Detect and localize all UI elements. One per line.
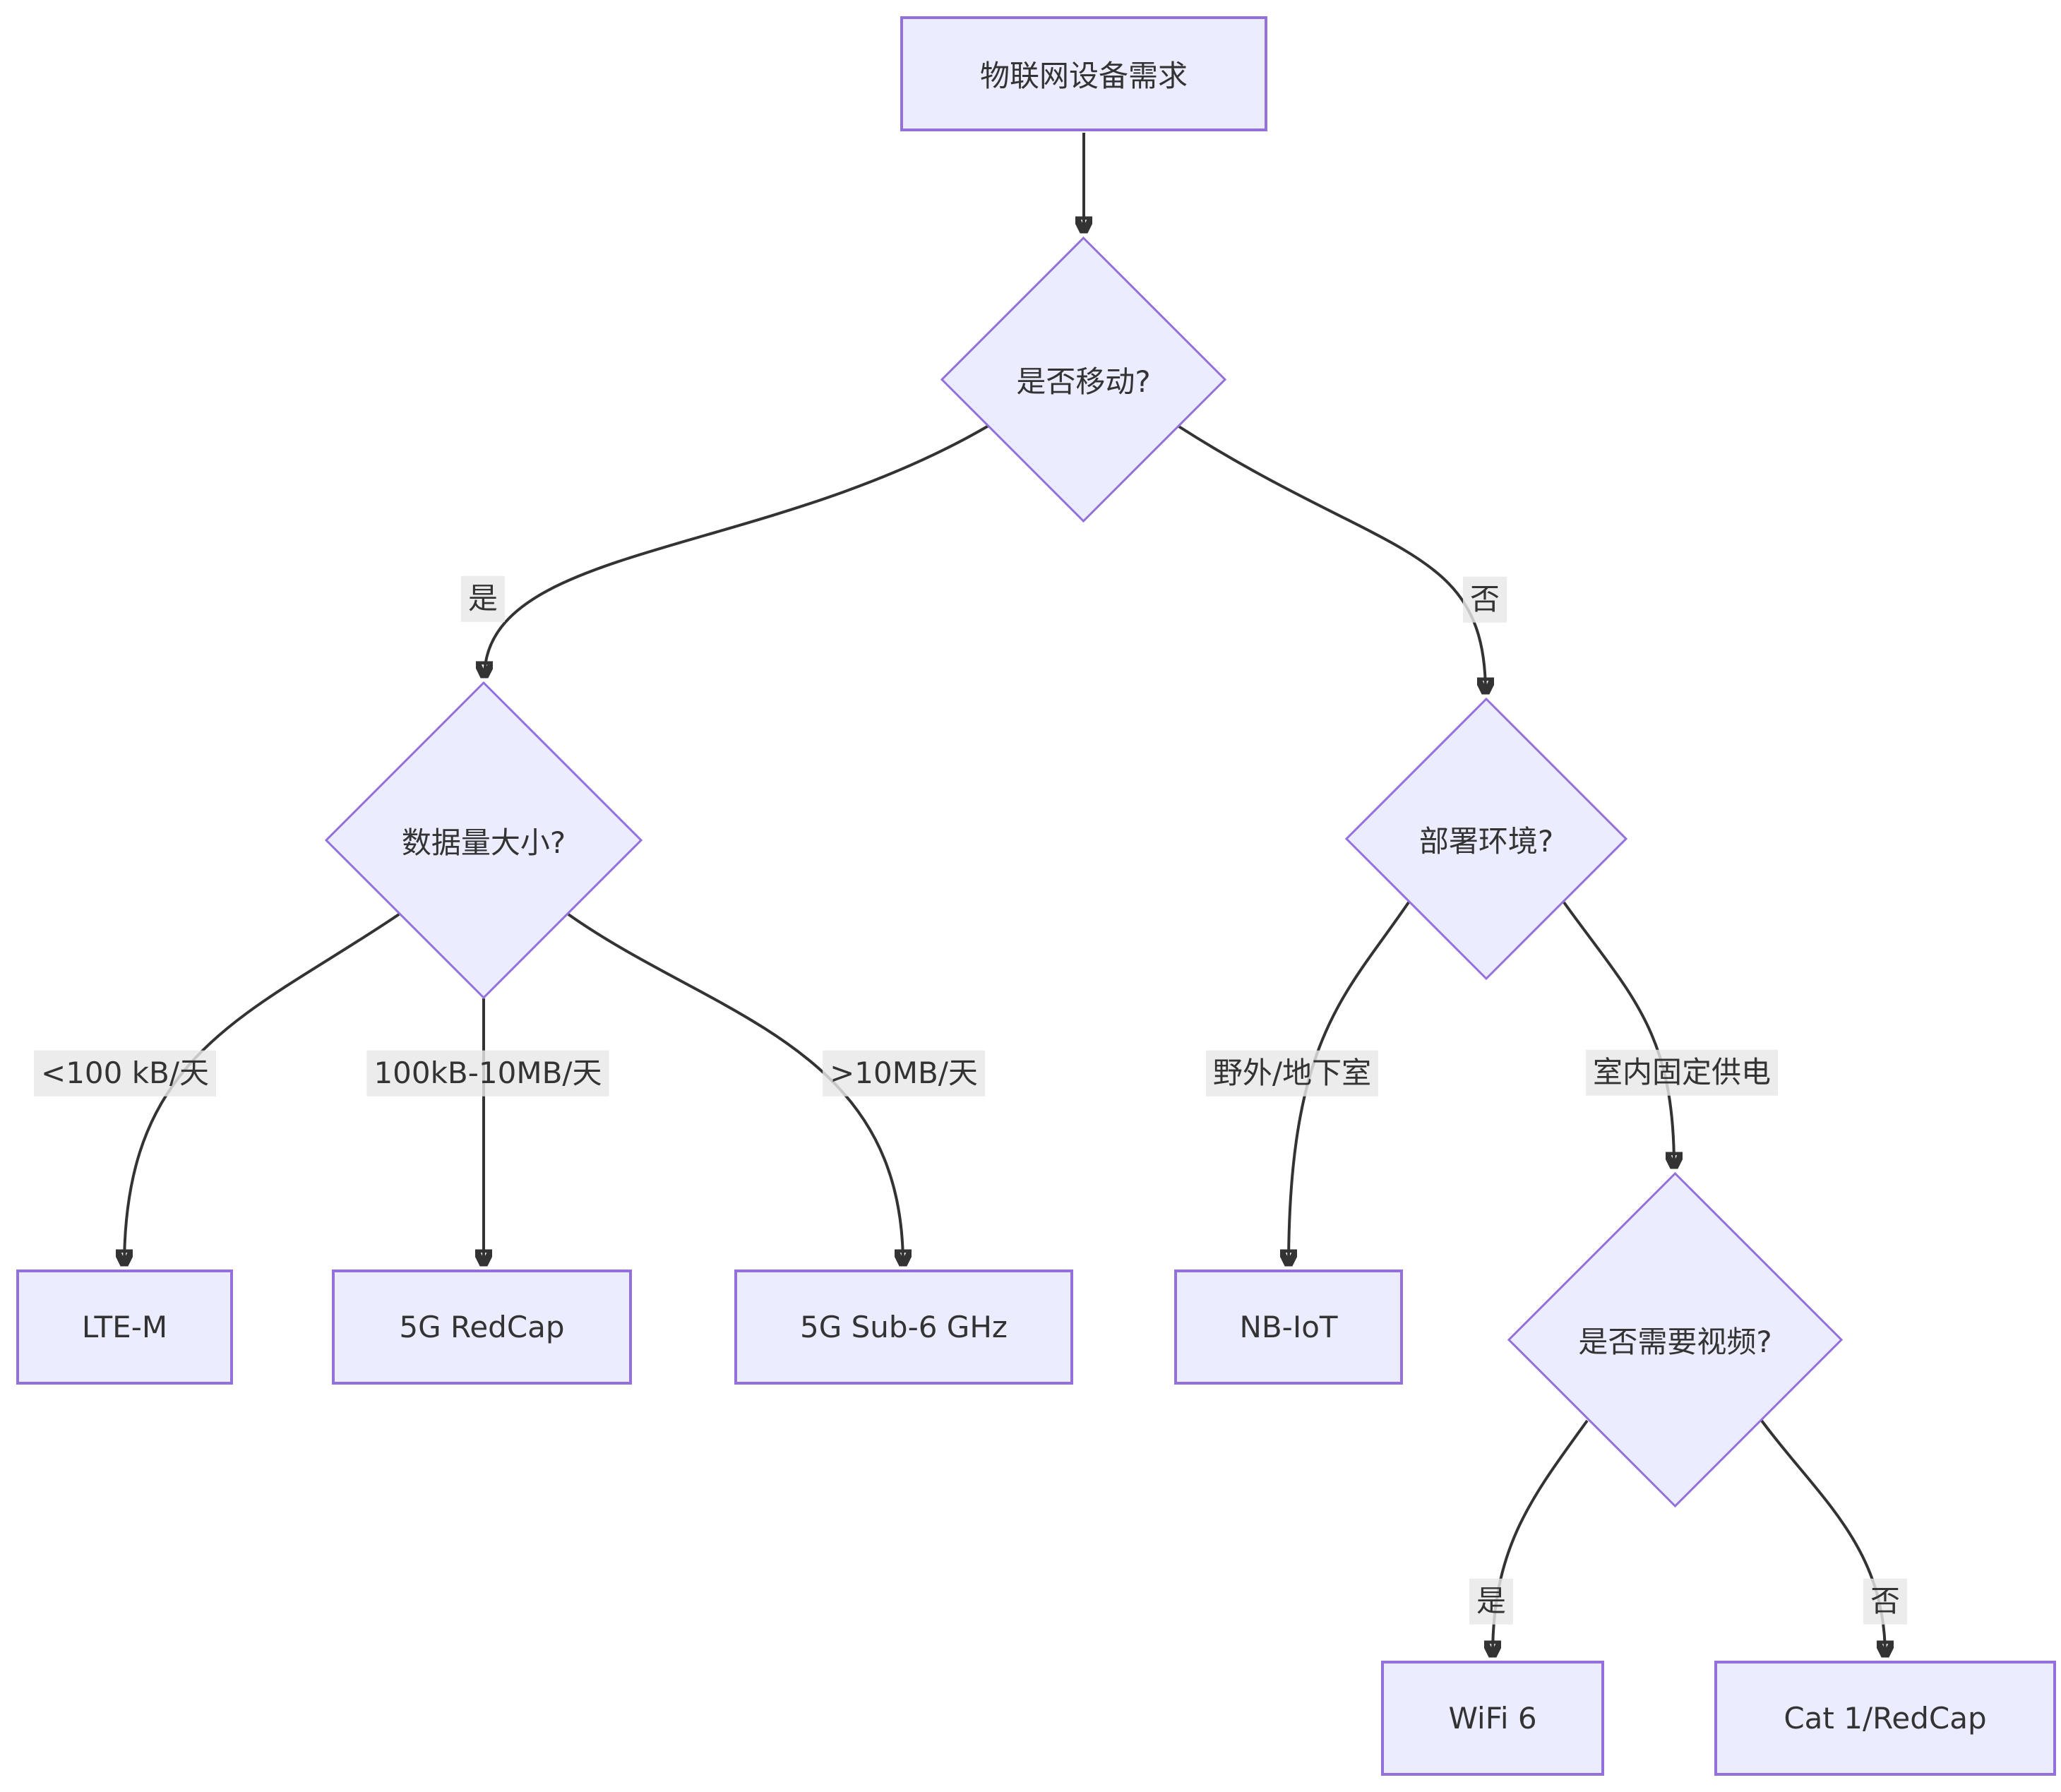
node-result-cat1-redcap: Cat 1/RedCap <box>1714 1661 2056 1776</box>
edge-label-data-mid: 100kB-10MB/天 <box>366 1050 609 1097</box>
edge-env-outdoor <box>1289 901 1410 1265</box>
edge-mobile-no <box>1176 424 1486 693</box>
edge-mobile-yes <box>484 424 990 676</box>
node-decision-mobile: 是否移动? <box>940 237 1226 522</box>
edge-label-env-outdoor: 野外/地下室 <box>1205 1050 1379 1097</box>
node-result-lte-m-label: LTE-M <box>81 1310 168 1344</box>
node-decision-video: 是否需要视频? <box>1507 1172 1843 1507</box>
edge-label-mobile-no: 否 <box>1462 576 1507 623</box>
edge-label-video-yes: 是 <box>1469 1578 1514 1625</box>
node-decision-mobile-label: 是否移动? <box>1016 364 1151 399</box>
node-result-lte-m: LTE-M <box>16 1270 233 1385</box>
node-result-5g-sub6-label: 5G Sub-6 GHz <box>800 1310 1008 1344</box>
node-result-nb-iot-label: NB-IoT <box>1239 1310 1338 1344</box>
diamond-shape <box>325 681 643 999</box>
diamond-shape <box>1345 698 1627 980</box>
edge-label-env-indoor: 室内固定供电 <box>1585 1049 1779 1096</box>
edge-label-data-gt10: >10MB/天 <box>823 1050 985 1097</box>
edge-label-video-no: 否 <box>1863 1578 1908 1625</box>
node-result-nb-iot: NB-IoT <box>1174 1270 1403 1385</box>
edge-label-data-lt100: <100 kB/天 <box>34 1050 216 1097</box>
node-result-wifi6-label: WiFi 6 <box>1448 1701 1537 1736</box>
node-result-5g-redcap-label: 5G RedCap <box>399 1310 565 1344</box>
node-decision-video-label: 是否需要视频? <box>1578 1325 1772 1359</box>
edge-label-mobile-yes: 是 <box>460 575 506 622</box>
node-root: 物联网设备需求 <box>900 16 1267 131</box>
node-decision-datasize: 数据量大小? <box>325 681 643 999</box>
node-result-cat1-redcap-label: Cat 1/RedCap <box>1784 1701 1987 1736</box>
node-decision-environment: 部署环境? <box>1345 698 1627 980</box>
node-result-5g-sub6: 5G Sub-6 GHz <box>734 1270 1073 1385</box>
diamond-shape <box>1507 1172 1843 1507</box>
node-decision-environment-label: 部署环境? <box>1418 823 1554 859</box>
node-result-wifi6: WiFi 6 <box>1381 1661 1604 1776</box>
node-root-label: 物联网设备需求 <box>979 59 1188 93</box>
edge-data-gt10 <box>567 913 903 1265</box>
node-result-5g-redcap: 5G RedCap <box>332 1270 632 1385</box>
diamond-shape <box>940 237 1226 522</box>
edge-env-indoor <box>1563 901 1674 1167</box>
node-decision-datasize-label: 数据量大小? <box>401 825 566 860</box>
edge-data-lt100 <box>124 913 400 1265</box>
